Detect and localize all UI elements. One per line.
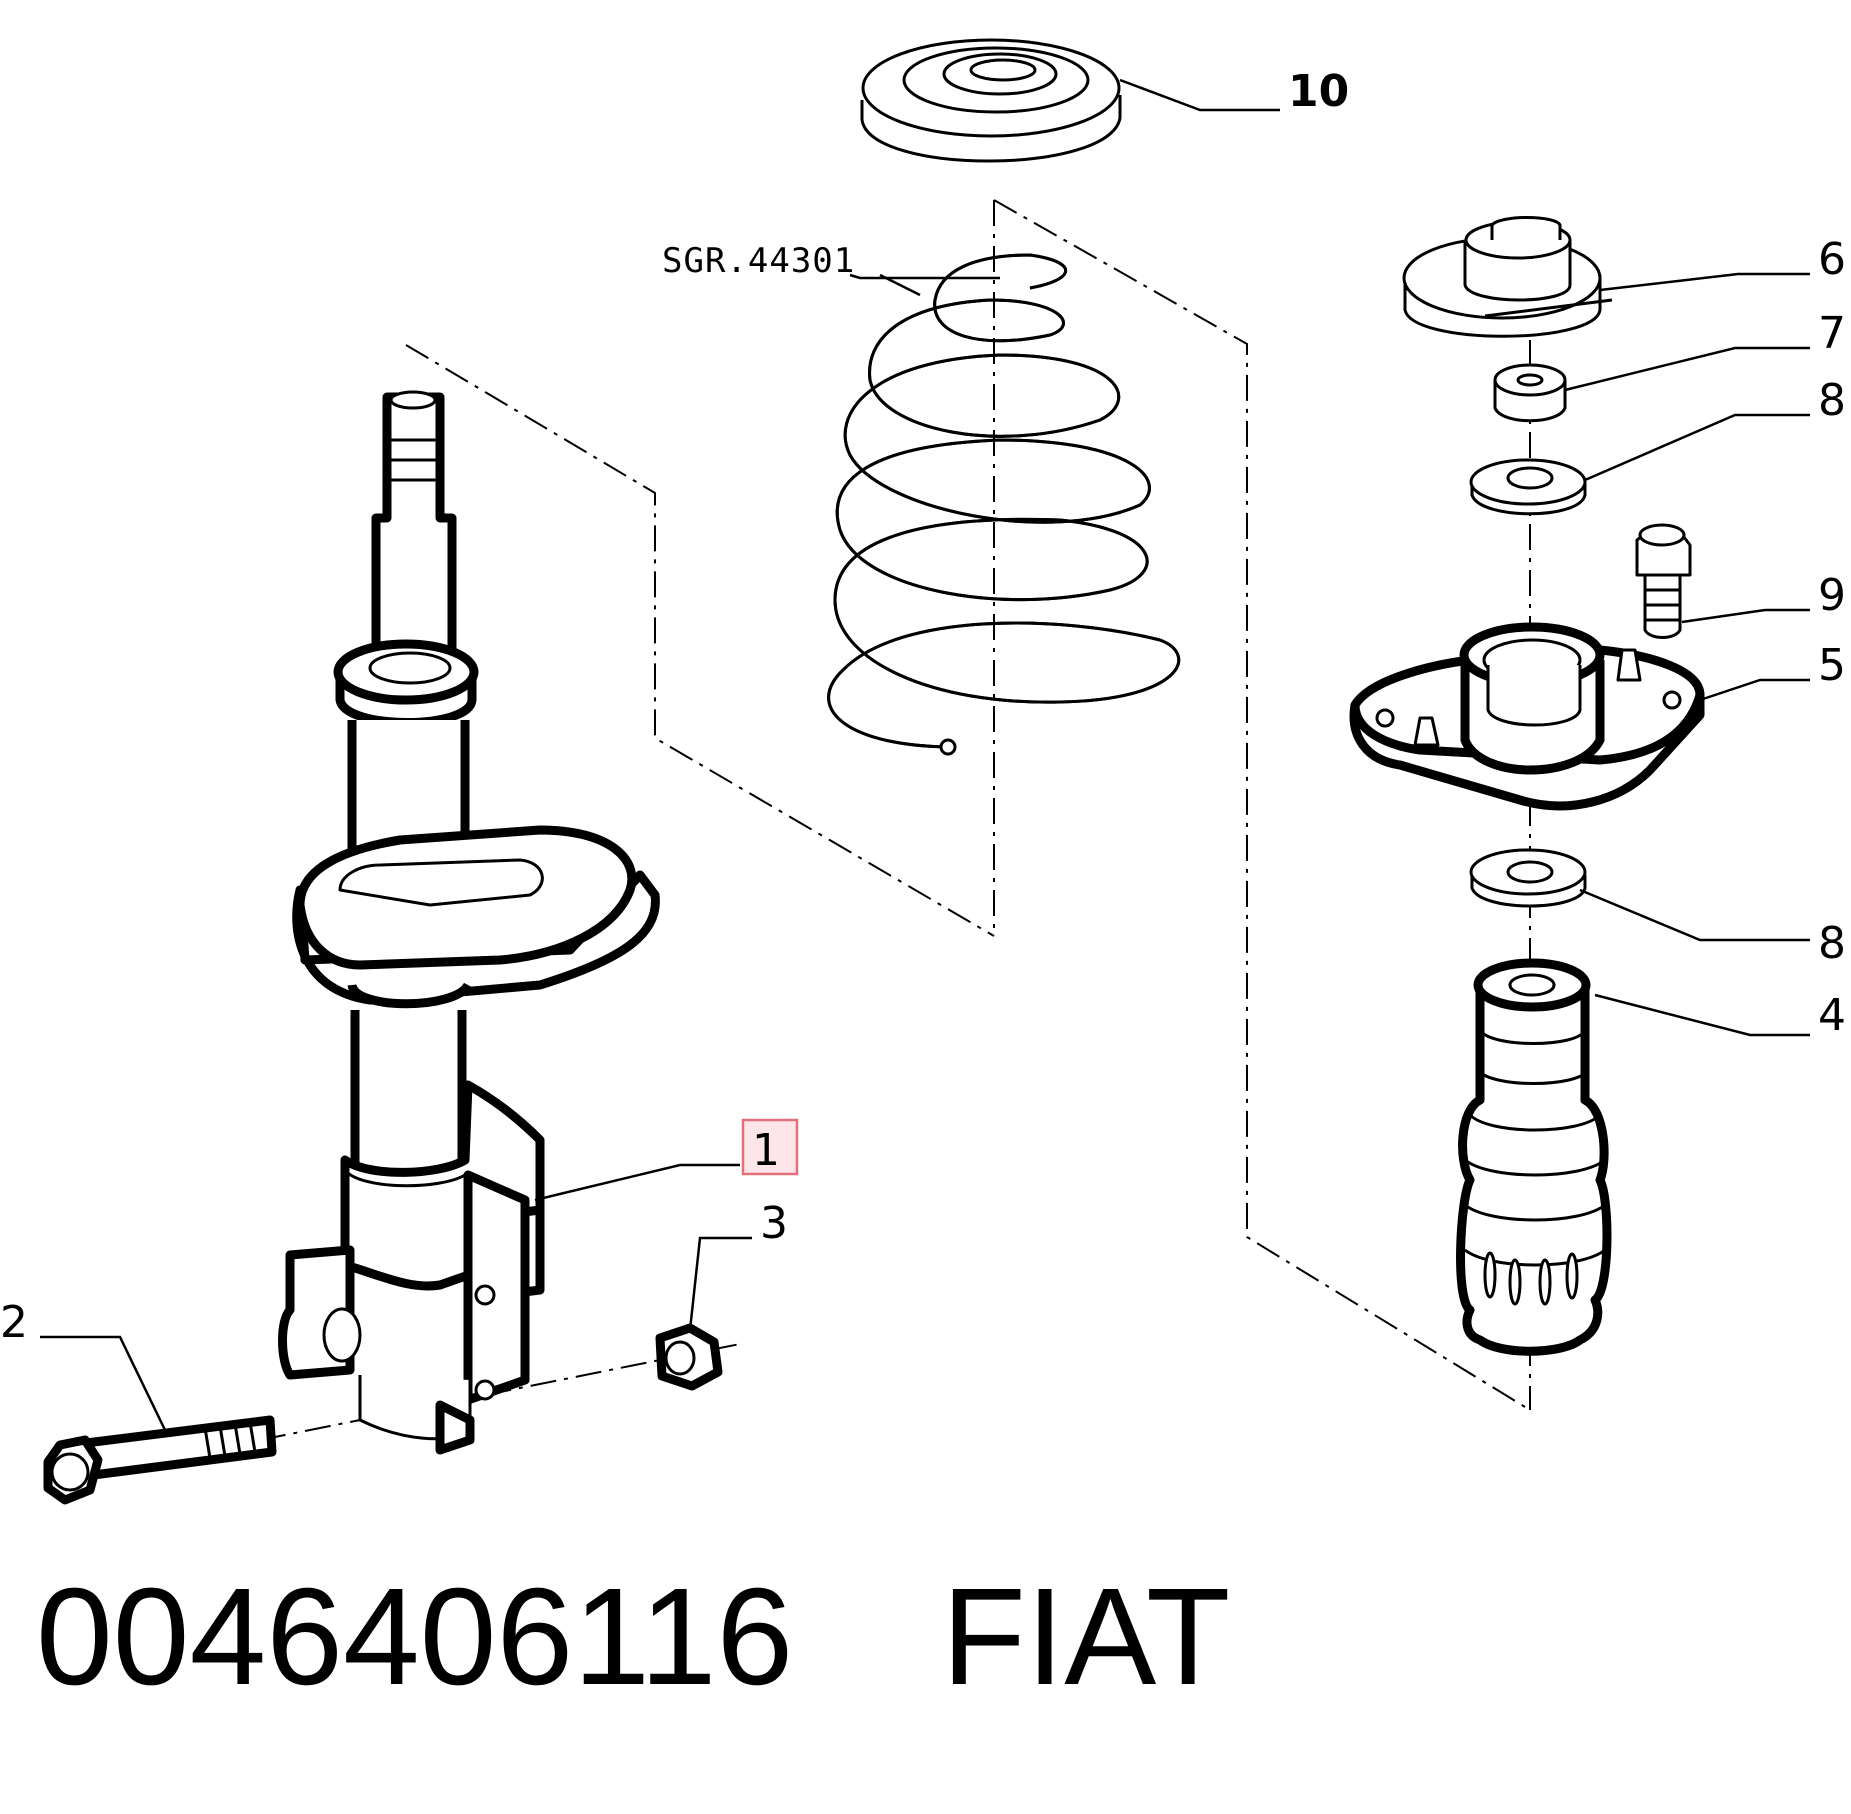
bolt-part-2 bbox=[43, 1415, 277, 1505]
callout-label-8-lower: 8 bbox=[1818, 918, 1846, 969]
callout-label-4: 4 bbox=[1818, 990, 1846, 1041]
callout-label-6: 6 bbox=[1818, 234, 1846, 285]
callout-label-7: 7 bbox=[1818, 308, 1846, 359]
washer-part-8-lower bbox=[1469, 848, 1587, 908]
washer-part-8-upper bbox=[1469, 458, 1587, 516]
bump-stop-part-4 bbox=[1456, 958, 1612, 1356]
brand-name: FIAT bbox=[941, 1560, 1231, 1714]
part-info-footer: 0046406116 FIAT bbox=[36, 1568, 1230, 1738]
callout-label-9: 9 bbox=[1818, 570, 1846, 621]
strut-assembly-part-1 bbox=[278, 390, 660, 1455]
callout-label-3: 3 bbox=[760, 1198, 788, 1249]
callout-label-1: 1 bbox=[752, 1125, 780, 1176]
part-number: 0046406116 bbox=[36, 1560, 794, 1714]
leader-lines bbox=[40, 78, 1810, 1431]
nut-part-3 bbox=[655, 1323, 723, 1391]
callout-label-8-upper: 8 bbox=[1818, 375, 1846, 426]
bolt-part-9 bbox=[1635, 523, 1692, 639]
coil-spring bbox=[827, 253, 1181, 756]
part-1-highlight-box bbox=[741, 1118, 799, 1176]
spring-seat-part-10 bbox=[860, 38, 1122, 163]
callout-label-10: 10 bbox=[1288, 66, 1349, 117]
callout-label-2: 2 bbox=[0, 1297, 28, 1348]
spring-part-code: SGR.44301 bbox=[662, 241, 855, 281]
top-cap-part-6 bbox=[1402, 216, 1613, 338]
nut-part-7 bbox=[1493, 363, 1567, 423]
callout-label-5: 5 bbox=[1818, 640, 1846, 691]
strut-mount-part-5 bbox=[1349, 622, 1705, 811]
